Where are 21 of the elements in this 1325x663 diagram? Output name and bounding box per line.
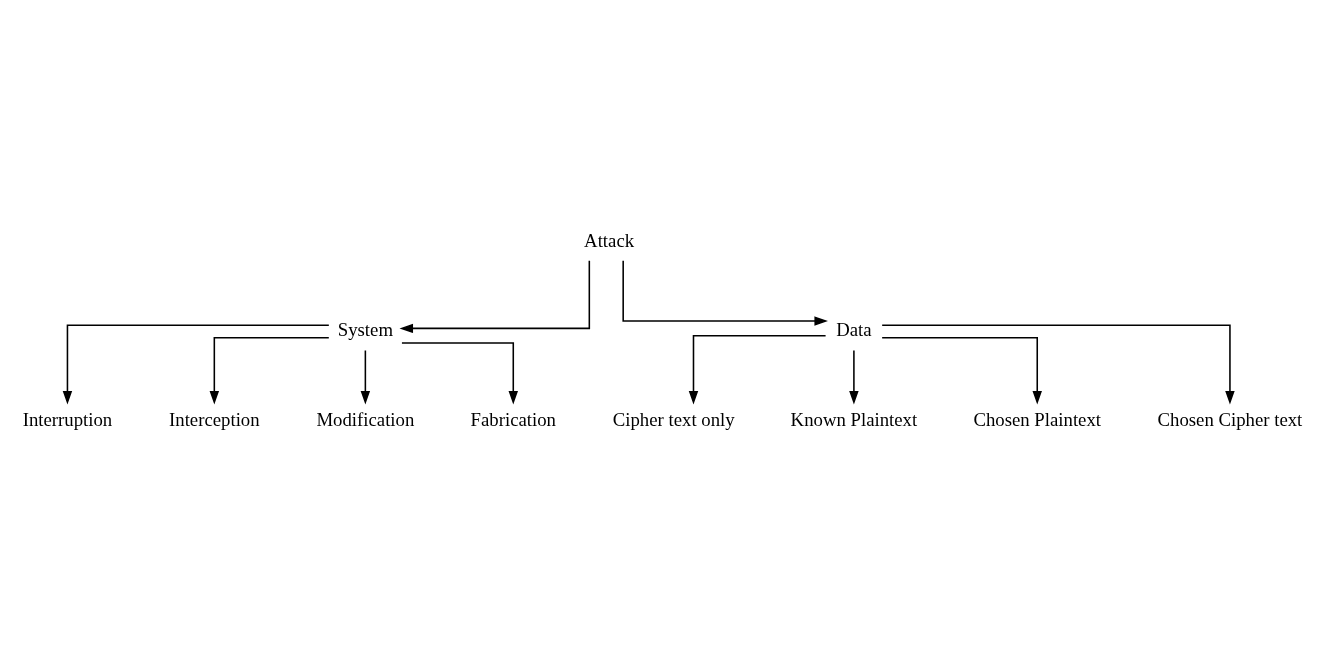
node-text: Attack <box>584 229 635 251</box>
arrow <box>360 349 371 405</box>
arrow <box>849 349 859 405</box>
arrow <box>399 259 591 334</box>
node-text: Interruption <box>22 408 113 430</box>
arrow <box>622 259 828 326</box>
node-text: Modification <box>316 408 415 430</box>
node-text: Chosen Cipher text <box>1157 408 1303 430</box>
node-text: Cipher text only <box>612 408 735 430</box>
arrow <box>881 324 1235 405</box>
node-text: System <box>337 319 393 341</box>
node-text: Interception <box>169 408 260 430</box>
arrow <box>688 334 827 405</box>
arrow <box>401 342 519 405</box>
arrow <box>209 336 330 405</box>
arrow <box>62 324 330 405</box>
node-text: Data <box>836 319 872 341</box>
arrow <box>881 336 1042 405</box>
node-text: Fabrication <box>470 408 556 430</box>
node-text: Chosen Plaintext <box>973 408 1102 430</box>
node-text: Known Plaintext <box>790 408 918 430</box>
